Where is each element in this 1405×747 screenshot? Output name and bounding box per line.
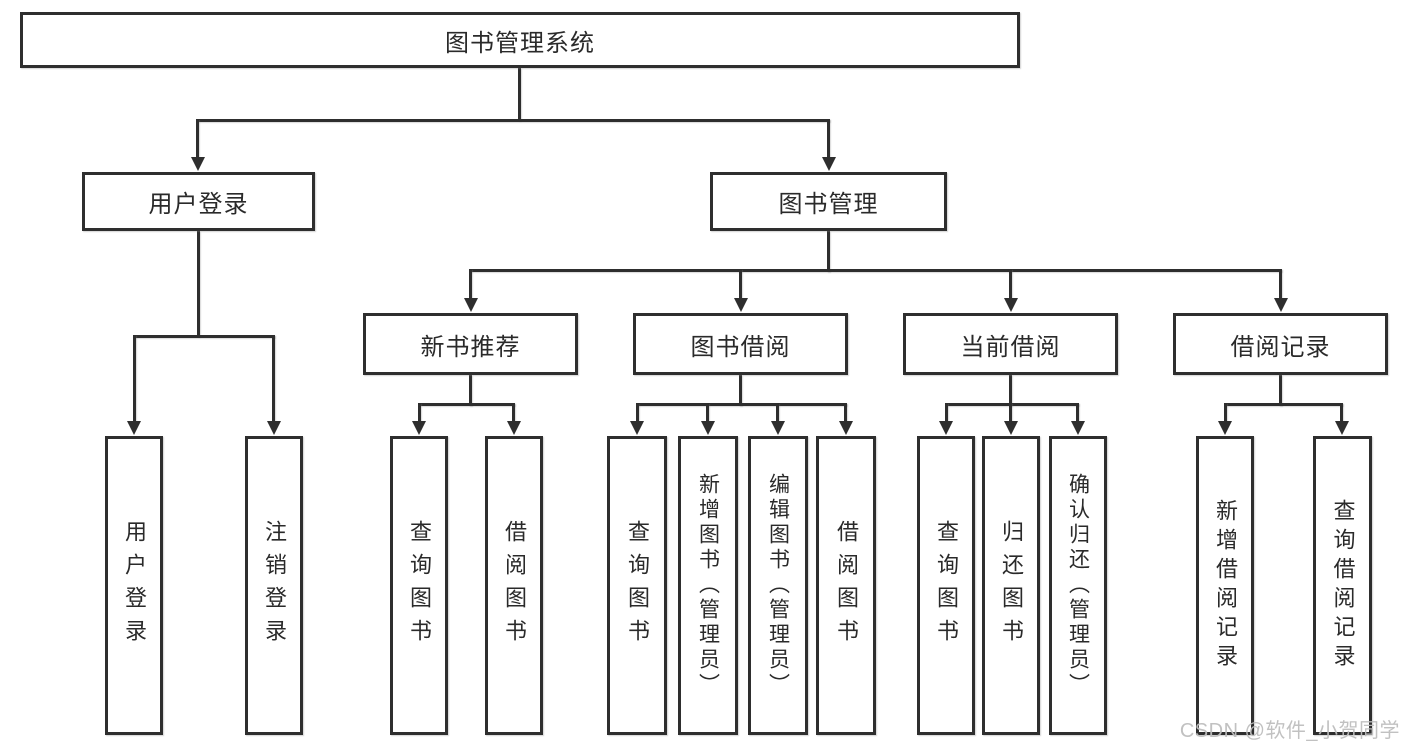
- leaf-query-books-current: 查询图书: [917, 436, 975, 735]
- connector-v: [133, 335, 136, 423]
- leaf-add-borrow-record: 新增借阅记录: [1196, 436, 1254, 735]
- arrow-down-icon: [1071, 421, 1085, 435]
- leaf-user-login: 用户登录: [105, 436, 163, 735]
- node-user-login: 用户登录: [82, 172, 315, 231]
- connector-v: [518, 68, 521, 121]
- connector-v: [1224, 403, 1227, 423]
- connector-v: [196, 119, 199, 159]
- connector-h: [636, 403, 847, 406]
- arrow-down-icon: [734, 298, 748, 312]
- connector-v: [1279, 269, 1282, 300]
- node-current-borrow: 当前借阅: [903, 313, 1118, 375]
- leaf-query-books-borrow: 查询图书: [607, 436, 667, 735]
- leaf-confirm-return-admin: 确认归还（管理员）: [1049, 436, 1107, 735]
- leaf-query-books-borrow-label: 查询图书: [625, 519, 650, 652]
- connector-v: [1009, 403, 1012, 423]
- arrow-down-icon: [191, 157, 205, 171]
- node-book-management: 图书管理: [710, 172, 947, 231]
- connector-h: [1224, 403, 1343, 406]
- connector-h: [418, 403, 515, 406]
- arrow-down-icon: [939, 421, 953, 435]
- leaf-return-books: 归还图书: [982, 436, 1040, 735]
- node-borrow-records-label: 借阅记录: [1230, 333, 1331, 361]
- node-new-book-recommend-label: 新书推荐: [420, 333, 521, 361]
- arrow-down-icon: [701, 421, 715, 435]
- leaf-logout: 注销登录: [245, 436, 303, 735]
- arrow-down-icon: [822, 157, 836, 171]
- node-book-borrow-label: 图书借阅: [690, 333, 791, 361]
- node-root: 图书管理系统: [20, 12, 1020, 68]
- connector-h: [945, 403, 1079, 406]
- connector-v: [272, 335, 275, 423]
- leaf-query-books-recommend-label: 查询图书: [407, 519, 432, 652]
- csdn-watermark: CSDN @软件_小贺同学: [1179, 720, 1400, 742]
- connector-v: [197, 231, 200, 337]
- leaf-edit-book-admin: 编辑图书（管理员）: [748, 436, 808, 735]
- connector-v: [739, 269, 742, 300]
- connector-v: [1009, 269, 1012, 300]
- leaf-confirm-return-admin-label: 确认归还（管理员）: [1066, 473, 1090, 698]
- connector-v: [827, 231, 830, 272]
- connector-v: [1279, 375, 1282, 406]
- connector-v: [1076, 403, 1079, 423]
- leaf-query-borrow-record: 查询借阅记录: [1313, 436, 1372, 735]
- node-new-book-recommend: 新书推荐: [363, 313, 578, 375]
- arrow-down-icon: [464, 298, 478, 312]
- leaf-logout-label: 注销登录: [262, 519, 287, 652]
- arrow-down-icon: [507, 421, 521, 435]
- arrow-down-icon: [412, 421, 426, 435]
- node-book-borrow: 图书借阅: [633, 313, 848, 375]
- connector-v: [706, 403, 709, 423]
- leaf-return-books-label: 归还图书: [999, 519, 1024, 652]
- leaf-borrow-books-recommend-label: 借阅图书: [502, 519, 527, 652]
- connector-v: [844, 403, 847, 423]
- connector-v: [739, 375, 742, 406]
- connector-v: [512, 403, 515, 423]
- connector-v: [636, 403, 639, 423]
- connector-v: [776, 403, 779, 423]
- connector-v: [1009, 375, 1012, 406]
- arrow-down-icon: [1274, 298, 1288, 312]
- leaf-borrow-books-recommend: 借阅图书: [485, 436, 543, 735]
- leaf-borrow-books-label: 借阅图书: [834, 519, 859, 652]
- leaf-add-book-admin: 新增图书（管理员）: [678, 436, 738, 735]
- leaf-add-book-admin-label: 新增图书（管理员）: [696, 473, 720, 698]
- node-root-label: 图书管理系统: [445, 29, 595, 57]
- arrow-down-icon: [1335, 421, 1349, 435]
- leaf-add-borrow-record-label: 新增借阅记录: [1213, 498, 1238, 673]
- connector-v: [418, 403, 421, 423]
- arrow-down-icon: [771, 421, 785, 435]
- arrow-down-icon: [1004, 421, 1018, 435]
- arrow-down-icon: [127, 421, 141, 435]
- node-borrow-records: 借阅记录: [1173, 313, 1388, 375]
- node-current-borrow-label: 当前借阅: [960, 333, 1061, 361]
- connector-h: [469, 269, 1282, 272]
- leaf-user-login-label: 用户登录: [122, 519, 147, 652]
- leaf-query-books-recommend: 查询图书: [390, 436, 448, 735]
- node-user-login-label: 用户登录: [148, 191, 249, 218]
- arrow-down-icon: [839, 421, 853, 435]
- connector-v: [469, 375, 472, 406]
- node-book-management-label: 图书管理: [778, 191, 879, 218]
- arrow-down-icon: [630, 421, 644, 435]
- connector-v: [945, 403, 948, 423]
- arrow-down-icon: [1004, 298, 1018, 312]
- arrow-down-icon: [267, 421, 281, 435]
- connector-h: [196, 119, 830, 122]
- connector-v: [469, 269, 472, 300]
- connector-v: [827, 119, 830, 159]
- leaf-query-books-current-label: 查询图书: [934, 519, 959, 652]
- leaf-borrow-books: 借阅图书: [816, 436, 876, 735]
- arrow-down-icon: [1218, 421, 1232, 435]
- leaf-query-borrow-record-label: 查询借阅记录: [1330, 498, 1356, 673]
- leaf-edit-book-admin-label: 编辑图书（管理员）: [766, 473, 790, 698]
- connector-v: [1340, 403, 1343, 423]
- connector-h: [133, 335, 275, 338]
